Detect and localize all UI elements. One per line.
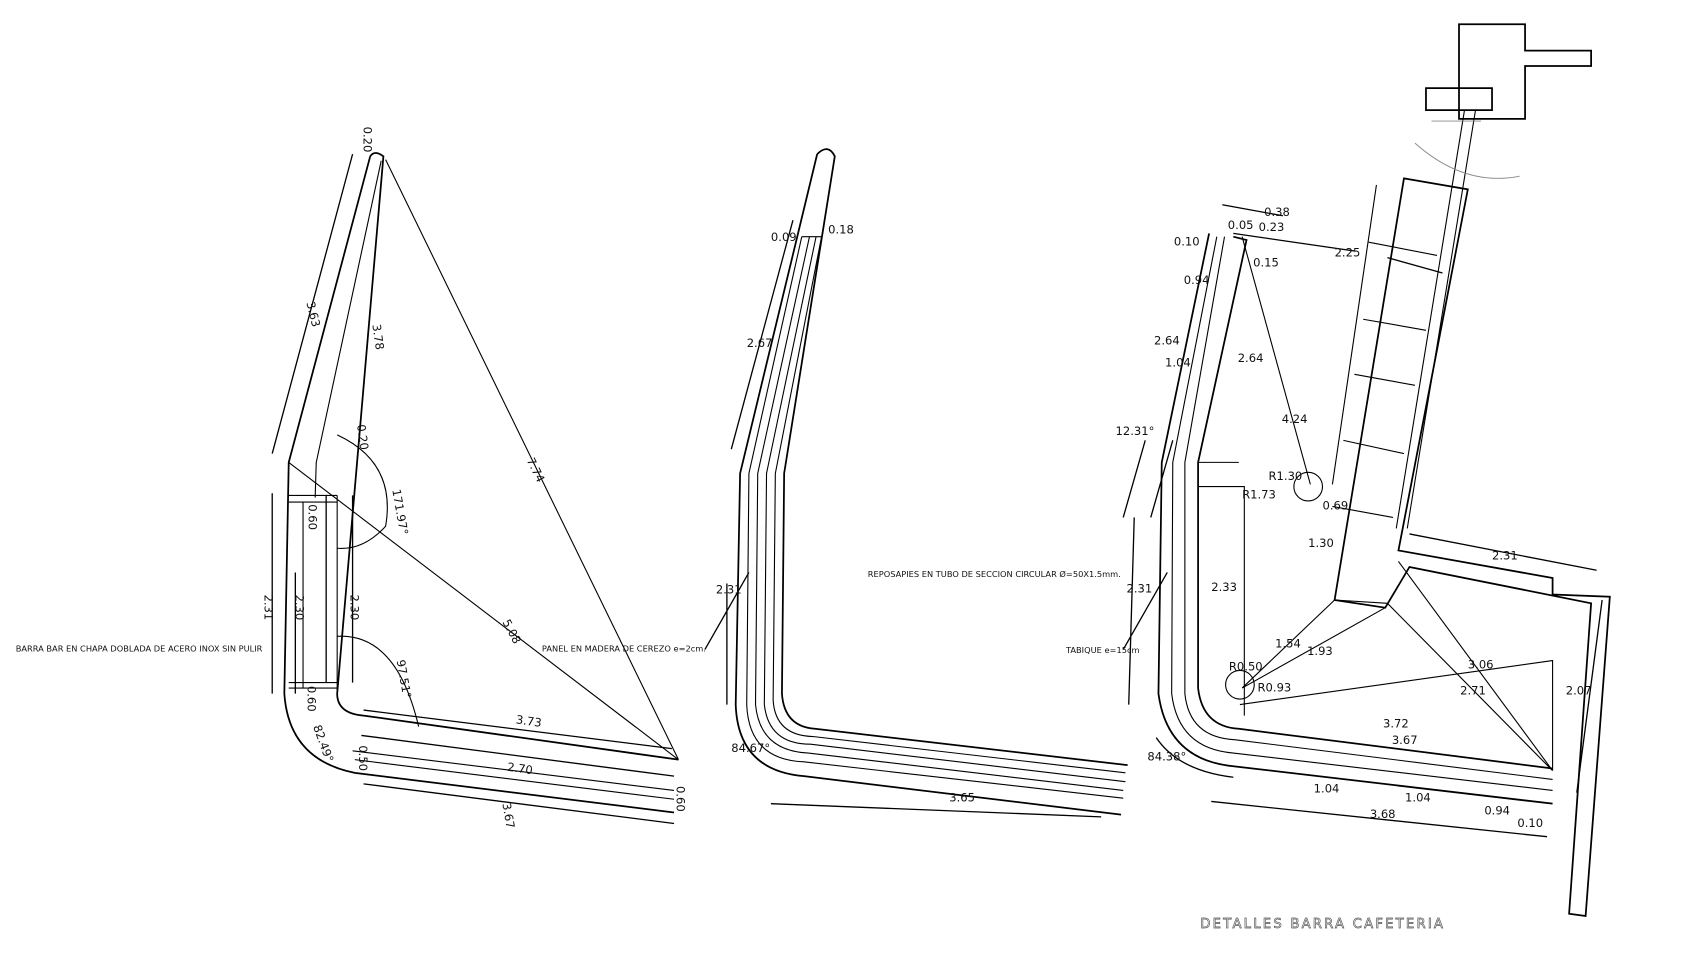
dimension-label: 3.73 — [515, 712, 542, 729]
dimension-label: 2.64 — [1154, 334, 1180, 348]
left-bar-detail — [271, 152, 679, 825]
dimension-label: 0.20 — [354, 423, 371, 450]
right-dimension-lines — [1122, 204, 1603, 838]
dimension-label: R0.50 — [1229, 659, 1263, 673]
dimension-label: 0.60 — [673, 786, 687, 812]
right-corridor-grid — [1331, 110, 1477, 529]
dimension-label: 3.63 — [303, 300, 323, 328]
annotation-note: REPOSAPIES EN TUBO DE SECCION CIRCULAR Ø… — [868, 569, 1121, 579]
dimension-label: 2.25 — [1335, 246, 1361, 260]
dimension-label: 0.23 — [1259, 220, 1285, 234]
dimension-label: 0.10 — [1517, 816, 1543, 830]
dimension-label: 0.09 — [771, 230, 797, 244]
dimension-label: 3.06 — [1468, 657, 1494, 671]
dimension-label: 2.31 — [262, 594, 276, 620]
dimension-label: 7.74 — [524, 455, 548, 484]
drawing-title: DETALLES BARRA CAFETERIA — [1200, 917, 1445, 932]
left-diagonals — [288, 159, 679, 761]
dimension-label: 84.67° — [731, 741, 770, 755]
dimension-label: 1.30 — [1308, 536, 1334, 550]
dimension-label: 82.49° — [310, 723, 336, 764]
dimension-label: 3.65 — [949, 790, 975, 804]
dimension-label: 3.68 — [1370, 807, 1396, 821]
dimension-label: R1.73 — [1242, 488, 1276, 502]
right-bar-layers — [1171, 236, 1553, 792]
dimension-label: 4.24 — [1282, 412, 1308, 426]
dimension-label: 2.31 — [716, 582, 742, 596]
dimension-label: 3.72 — [1383, 717, 1409, 731]
dimension-label: R1.30 — [1269, 469, 1303, 483]
dimension-label: 5.08 — [500, 617, 524, 646]
left-bar-outer-edge — [336, 152, 679, 761]
dimension-label: 0.20 — [361, 127, 375, 153]
dimension-label: R0.93 — [1258, 680, 1292, 694]
dimension-label: 2.33 — [1211, 580, 1237, 594]
dimension-label: 2.31 — [1492, 548, 1518, 562]
middle-layers — [746, 236, 1126, 799]
dimension-label: 2.71 — [1460, 684, 1486, 698]
dimension-label: 2.07 — [1566, 684, 1592, 698]
dimension-label: 84.38° — [1147, 750, 1186, 764]
left-bar-outer-profile — [283, 156, 675, 814]
middle-outline-outer — [781, 148, 1128, 767]
middle-panel-detail — [704, 148, 1128, 818]
dimension-label: 12.31° — [1116, 424, 1155, 438]
right-bar-inner — [1197, 235, 1553, 770]
left-dimension-lines — [271, 153, 675, 825]
dimension-label: 0.94 — [1484, 804, 1510, 818]
radius-circle-top — [1293, 471, 1324, 502]
right-wall-corridor — [1333, 177, 1611, 917]
annotation-note: TABIQUE e=15cm — [1065, 645, 1140, 655]
right-plan-detail — [1122, 23, 1611, 917]
dimension-label: 1.04 — [1405, 790, 1431, 804]
right-wall-building — [1425, 23, 1592, 120]
dimension-label: 171.97° — [389, 488, 411, 536]
left-angle-arcs — [336, 434, 420, 727]
dimension-label: 2.30 — [292, 594, 306, 620]
left-bar-panel — [288, 494, 675, 800]
dimension-label: 0.05 — [1228, 218, 1254, 232]
door-swing-arc — [1414, 120, 1520, 179]
dimension-label: 0.60 — [306, 504, 320, 530]
dimension-label: 0.94 — [1184, 273, 1210, 287]
right-bar-outer — [1157, 233, 1553, 805]
dimension-label: 0.60 — [304, 686, 318, 712]
dimension-label: 1.04 — [1165, 356, 1191, 370]
annotation-note: PANEL EN MADERA DE CEREZO e=2cm. — [542, 644, 706, 654]
dimension-label: 0.10 — [1174, 235, 1200, 249]
dimension-label: 97.51° — [394, 659, 415, 700]
dimension-label: 1.54 — [1275, 636, 1301, 650]
right-diagonals — [1239, 236, 1554, 772]
dimension-label: 1.04 — [1314, 782, 1340, 796]
middle-dimension-lines — [704, 220, 1102, 818]
dimension-label: 3.67 — [1392, 733, 1418, 747]
dimension-label: 3.67 — [499, 802, 517, 830]
dimension-label: 2.67 — [747, 336, 773, 350]
dimension-label: 0.69 — [1322, 499, 1348, 513]
dimension-label: 0.50 — [356, 745, 370, 771]
dimension-label: 2.64 — [1238, 351, 1264, 365]
radius-circle-bottom — [1225, 669, 1255, 700]
dimension-label: 2.30 — [347, 594, 361, 620]
annotation-note: BARRA BAR EN CHAPA DOBLADA DE ACERO INOX… — [16, 644, 263, 654]
dimension-label: 3.78 — [369, 323, 386, 350]
dimension-label: 1.93 — [1307, 644, 1333, 658]
dimension-label: 0.15 — [1253, 255, 1279, 269]
dimension-label: 2.70 — [506, 760, 533, 777]
dimension-label: 0.38 — [1264, 205, 1290, 219]
middle-outline-inner — [734, 153, 1122, 816]
dimension-label: 2.31 — [1127, 581, 1153, 595]
left-bar-inner-line — [314, 160, 382, 498]
dimension-label: 0.18 — [828, 222, 854, 236]
